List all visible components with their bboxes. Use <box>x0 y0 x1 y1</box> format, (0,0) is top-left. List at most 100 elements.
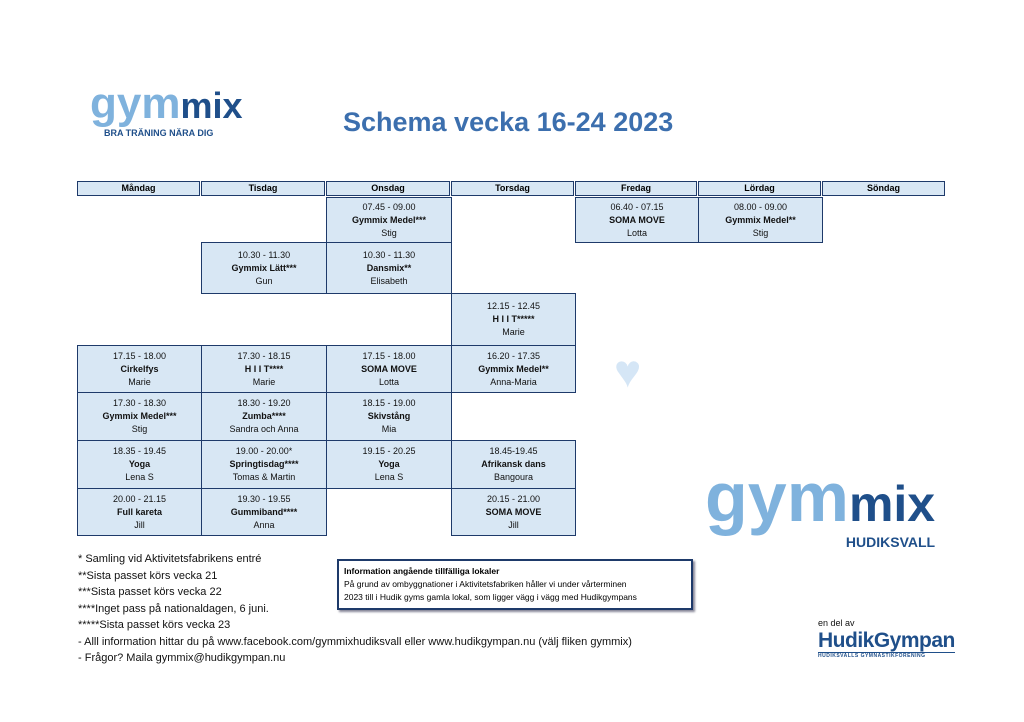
gymmix-logo: gym mix BRA TRÄNING NÄRA DIG <box>90 82 243 139</box>
session-time: 19.30 - 19.55 <box>237 493 291 504</box>
page-title: Schema vecka 16-24 2023 <box>343 107 674 137</box>
session-time: 20.00 - 21.15 <box>112 493 167 504</box>
session-time: 18.30 - 19.20 <box>237 398 291 408</box>
session-name: Afrikansk dans <box>481 459 546 469</box>
logo-subtitle: HUDIKSVALLS GYMNASTIKFÖRENING <box>818 652 955 660</box>
session-name: Gymmix Medel** <box>478 363 549 374</box>
session-leader: Jill <box>508 519 519 530</box>
session-leader: Marie <box>128 376 151 387</box>
session-leader: Mia <box>381 424 397 434</box>
info-box: Information angående tillfälliga lokaler… <box>337 559 693 610</box>
session-name: Full kareta <box>116 506 163 517</box>
logo-mix-text: mix <box>180 85 243 126</box>
day-header: Tisdag <box>201 181 325 196</box>
logo-name: HudikGympan <box>818 629 955 652</box>
footnote: ***Sista passet körs vecka 22 <box>78 586 222 598</box>
session-name: Gymmix Medel** <box>725 214 796 225</box>
session-leader: Stig <box>381 227 397 238</box>
hudikgympan-logo: en del av HudikGympan HUDIKSVALLS GYMNAS… <box>818 618 955 660</box>
day-header: Lördag <box>698 181 821 196</box>
session-time: 17.15 - 18.00 <box>112 350 167 361</box>
day-header: Onsdag <box>326 181 450 196</box>
session-leader: Lena S <box>374 472 404 482</box>
day-header: Måndag <box>77 181 200 196</box>
session-time: 20.15 - 21.00 <box>486 493 541 504</box>
gymmix-hudiksvall-logo: gym mix HUDIKSVALL <box>705 462 935 550</box>
logo-city: HUDIKSVALL <box>845 534 936 550</box>
session-time: 08.00 - 09.00 <box>733 201 788 212</box>
session-leader: Marie <box>252 376 276 387</box>
session-time: 19.00 - 20.00* <box>235 446 293 456</box>
session-time: 10.30 - 11.30 <box>237 249 291 260</box>
session-leader: Gun <box>255 275 273 286</box>
session-name: H I I T**** <box>244 363 284 374</box>
session-leader: Elisabeth <box>370 275 408 286</box>
logo-prefix: en del av <box>818 618 855 628</box>
session-cell: 19.00 - 20.00* Springtisdag**** Tomas & Ma… <box>201 440 327 489</box>
logo-wordmark: gym mix <box>90 82 243 126</box>
footnote: **Sista passet körs vecka 21 <box>78 569 218 582</box>
session-time: 17.30 - 18.30 <box>112 398 167 408</box>
footnotes: * Samling vid Aktivitetsfabrikens entré … <box>78 551 632 667</box>
session-time: 18.15 - 19.00 <box>362 398 416 408</box>
session-leader: Tomas & Martin <box>232 472 296 482</box>
day-header: Fredag <box>575 181 697 196</box>
logo-wordmark: gym mix <box>705 462 935 532</box>
session-name: H I I T***** <box>492 314 535 324</box>
session-name: Gymmix Medel*** <box>351 214 427 225</box>
session-leader: Lotta <box>378 376 400 387</box>
session-name: Springtisdag**** <box>229 459 299 469</box>
session-name: Gummiband**** <box>230 506 298 517</box>
session-leader: Stig <box>752 227 769 238</box>
session-leader: Anna <box>253 519 275 530</box>
logo-tagline: BRA TRÄNING NÄRA DIG <box>104 128 214 138</box>
day-header: Söndag <box>822 181 945 196</box>
session-cell: 17.30 - 18.15 H I I T**** Marie <box>201 345 327 393</box>
info-heading: Information angående tillfälliga lokaler <box>344 566 500 576</box>
logo-gym-text: gym <box>90 79 181 128</box>
session-time: 17.15 - 18.00 <box>362 350 416 361</box>
info-link-line: - Alll information hittar du på www.face… <box>78 635 632 648</box>
session-time: 07.45 - 09.00 <box>362 201 416 212</box>
contact-line: - Frågor? Maila gymmix@hudikgympan.nu <box>78 652 286 664</box>
session-name: SOMA MOVE <box>609 214 665 225</box>
footnote: *****Sista passet körs vecka 23 <box>78 619 231 631</box>
session-name: SOMA MOVE <box>485 506 542 517</box>
session-name: SOMA MOVE <box>361 363 417 374</box>
session-time: 12.15 - 12.45 <box>486 301 541 311</box>
session-name: Gymmix Medel*** <box>102 411 177 421</box>
session-name: Yoga <box>378 459 400 469</box>
session-time: 10.30 - 11.30 <box>362 249 416 260</box>
session-time: 18.45-19.45 <box>489 446 538 456</box>
session-time: 18.35 - 19.45 <box>112 446 167 456</box>
session-leader: Lena S <box>125 472 154 482</box>
info-text: På grund av ombyggnationer i Aktivitetsf… <box>344 579 627 589</box>
session-time: 17.30 - 18.15 <box>237 350 291 361</box>
session-time: 06.40 - 07.15 <box>610 201 664 212</box>
footnote: ****Inget pass på nationaldagen, 6 juni. <box>78 602 269 615</box>
session-name: Yoga <box>128 459 151 469</box>
session-leader: Jill <box>134 519 145 530</box>
session-leader: Anna-Maria <box>490 376 537 387</box>
session-name: Dansmix** <box>366 262 412 273</box>
info-text: 2023 till i Hudik gyms gamla lokal, som … <box>344 592 637 602</box>
session-leader: Bangoura <box>493 472 534 482</box>
heart-icon: ♥ <box>614 345 642 397</box>
session-leader: Sandra och Anna <box>229 424 299 434</box>
session-time: 16.20 - 17.35 <box>486 350 541 361</box>
